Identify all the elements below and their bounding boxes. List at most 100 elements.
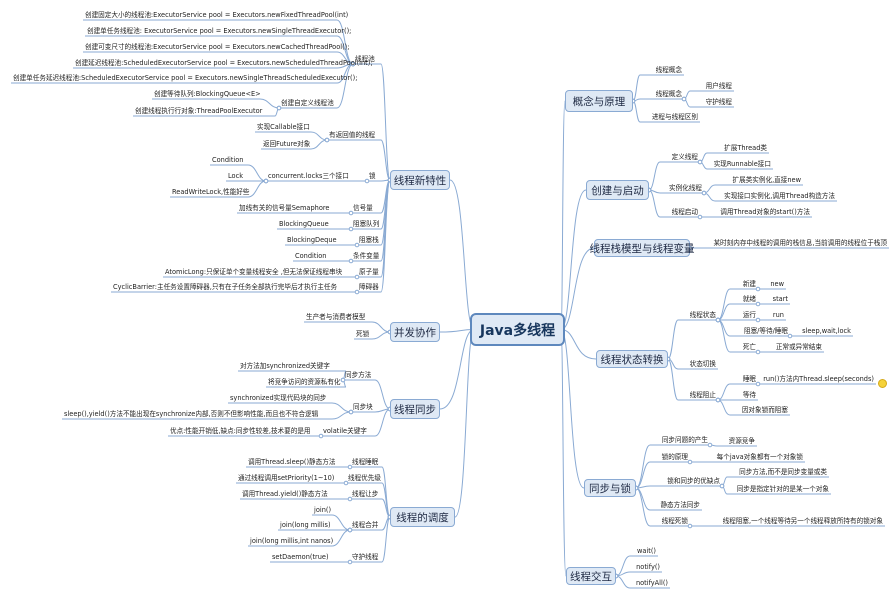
subtopic-l47[interactable]: join() (314, 505, 332, 514)
subtopic-r9[interactable]: 实例化线程 (669, 183, 702, 192)
subtopic-l19[interactable]: 加线有关的信号量Semaphore (239, 203, 330, 212)
subtopic-l37[interactable]: sleep(),yield()方法不能出现在synchronize内部,否则不但… (64, 409, 319, 418)
subtopic-r14[interactable]: 某时刻内存中线程的调用的栈信息,当前调用的线程位于栈顶 (713, 238, 887, 247)
subtopic-l21[interactable]: BlockingQueue (279, 219, 329, 228)
subtopic-l27[interactable]: AtomicLong:只保证单个变量线程安全 ,但无法保证线程串块 (165, 267, 343, 276)
subtopic-r30[interactable]: 等待 (742, 390, 756, 399)
subtopic-l51[interactable]: setDaemon(true) (272, 552, 329, 561)
subtopic-l16[interactable]: Lock (228, 171, 244, 180)
subtopic-r5[interactable]: 进程与线程区别 (651, 112, 698, 121)
branch-topic-b8[interactable]: 并发协作 (390, 322, 440, 342)
subtopic-l50[interactable]: 守护线程 (352, 552, 379, 561)
branch-topic-b10[interactable]: 线程的调度 (390, 507, 455, 527)
subtopic-l32[interactable]: 同步方法 (345, 370, 372, 379)
subtopic-r16[interactable]: 新建 (742, 279, 756, 288)
subtopic-r39[interactable]: 静态方法同步 (660, 500, 700, 509)
subtopic-r26[interactable]: 状态切换 (689, 359, 716, 368)
subtopic-l14[interactable]: concurrent.locks三个接口 (268, 171, 349, 180)
subtopic-l26[interactable]: 原子量 (359, 267, 379, 276)
subtopic-l41[interactable]: 调用Thread.sleep()静态方法 (248, 457, 336, 466)
branch-topic-b2[interactable]: 创建与启动 (586, 180, 649, 200)
subtopic-r11[interactable]: 实现接口实例化,调用Thread构造方法 (724, 191, 835, 200)
subtopic-r41[interactable]: 线程阻塞,一个线程等待另一个线程释放所持有的锁对象 (722, 516, 883, 525)
subtopic-r8[interactable]: 实现Runnable接口 (713, 159, 771, 168)
subtopic-r18[interactable]: 就绪 (742, 294, 756, 303)
subtopic-r37[interactable]: 同步方法,而不是同步变量或类 (739, 467, 827, 476)
subtopic-r34[interactable]: 锁的原理 (661, 452, 688, 461)
subtopic-l43[interactable]: 通过线程调用setPriority(1~10) (238, 473, 335, 482)
subtopic-l3[interactable]: 创建单任务线程池: ExecutorService pool = Executo… (87, 26, 352, 35)
branch-topic-b5[interactable]: 同步与锁 (584, 479, 636, 497)
branch-topic-b7[interactable]: 线程新特性 (390, 170, 450, 190)
branch-topic-b9[interactable]: 线程同步 (390, 399, 440, 419)
subtopic-r19[interactable]: start (772, 294, 788, 303)
subtopic-r24[interactable]: 死亡 (742, 342, 756, 351)
subtopic-r4[interactable]: 守护线程 (705, 97, 732, 106)
subtopic-l40[interactable]: 线程睡眠 (352, 457, 379, 466)
subtopic-r40[interactable]: 线程死锁 (661, 516, 688, 525)
subtopic-l1[interactable]: 线程池 (355, 54, 375, 63)
subtopic-r20[interactable]: 运行 (742, 310, 756, 319)
subtopic-r22[interactable]: 阻塞/等待/睡眠 (743, 326, 788, 335)
subtopic-r31[interactable]: 因对象锁而阻塞 (741, 405, 788, 414)
subtopic-l12[interactable]: 返回Future对象 (263, 139, 311, 148)
subtopic-l8[interactable]: 创建等待队列:BlockingQueue<E> (154, 89, 261, 98)
subtopic-r1[interactable]: 线程概念 (655, 65, 682, 74)
subtopic-l6[interactable]: 创建单任务延迟线程池:ScheduledExecutorService pool… (13, 73, 358, 82)
subtopic-l39[interactable]: 优点:性能开销低,缺点:同步性较差,技术要的是用 (170, 426, 311, 435)
subtopic-l5[interactable]: 创建延迟线程池:ScheduledExecutorService pool = … (75, 58, 373, 67)
subtopic-r3[interactable]: 用户线程 (705, 81, 732, 90)
subtopic-r12[interactable]: 线程启动 (671, 207, 698, 216)
subtopic-l20[interactable]: 阻塞队列 (353, 219, 380, 228)
subtopic-r10[interactable]: 扩展类实例化,直接new (732, 175, 801, 184)
subtopic-r42[interactable]: wait() (637, 546, 656, 555)
subtopic-l48[interactable]: join(long millis) (280, 520, 331, 529)
subtopic-l7[interactable]: 创建自定义线程池 (281, 98, 334, 107)
subtopic-r44[interactable]: notifyAll() (635, 578, 668, 587)
subtopic-r6[interactable]: 定义线程 (671, 152, 698, 161)
subtopic-l17[interactable]: ReadWriteLock,性能好些 (172, 187, 250, 196)
subtopic-l35[interactable]: 同步块 (353, 402, 373, 411)
subtopic-l2[interactable]: 创建固定大小的线程池:ExecutorService pool = Execut… (85, 10, 349, 19)
subtopic-l34[interactable]: 将竞争访问的资源私有化 (268, 377, 341, 386)
branch-topic-b6[interactable]: 线程交互 (566, 567, 616, 585)
subtopic-l11[interactable]: 实现Callable接口 (257, 122, 310, 131)
subtopic-l23[interactable]: BlockingDeque (287, 235, 337, 244)
subtopic-r29[interactable]: run()方法内Thread.sleep(seconds) (763, 374, 874, 383)
subtopic-l31[interactable]: 死锁 (356, 329, 370, 338)
subtopic-r35[interactable]: 每个java对象都有一个对象锁 (716, 452, 803, 461)
subtopic-l38[interactable]: volatile关键字 (323, 426, 367, 435)
subtopic-r23[interactable]: sleep,wait,lock (802, 326, 851, 335)
subtopic-r17[interactable]: new (770, 279, 784, 288)
subtopic-l42[interactable]: 线程优先级 (348, 473, 381, 482)
subtopic-l9[interactable]: 创建线程执行行对象:ThreadPoolExecutor (135, 106, 263, 115)
subtopic-l13[interactable]: 锁 (369, 171, 376, 180)
subtopic-l46[interactable]: 线程合并 (352, 520, 379, 529)
subtopic-r13[interactable]: 调用Thread对象的start()方法 (720, 207, 810, 216)
subtopic-r36[interactable]: 锁和同步的优缺点 (667, 476, 720, 485)
subtopic-l45[interactable]: 调用Thread.yield()静态方法 (242, 489, 328, 498)
subtopic-l10[interactable]: 有返回值的线程 (329, 130, 376, 139)
subtopic-r38[interactable]: 同步是指定针对的是某一个对象 (736, 484, 829, 493)
subtopic-l49[interactable]: join(long millis,int nanos) (250, 536, 334, 545)
subtopic-r21[interactable]: run (772, 310, 784, 319)
subtopic-l25[interactable]: Condition (295, 251, 327, 260)
subtopic-r7[interactable]: 扩展Thread类 (724, 143, 767, 152)
subtopic-l44[interactable]: 线程让步 (352, 489, 379, 498)
subtopic-r43[interactable]: notify() (636, 562, 660, 571)
subtopic-r27[interactable]: 线程阻止 (689, 390, 716, 399)
subtopic-l29[interactable]: CyclicBarrier:主任务设置障碍器,只有在子任务全部执行完毕后才执行主… (113, 282, 338, 291)
branch-topic-b4[interactable]: 线程状态转换 (596, 350, 668, 368)
subtopic-r33[interactable]: 资源竞争 (728, 436, 755, 445)
subtopic-r2[interactable]: 线程概念 (655, 89, 682, 98)
subtopic-l22[interactable]: 阻塞栈 (359, 235, 379, 244)
subtopic-l18[interactable]: 信号量 (353, 203, 373, 212)
branch-topic-b3[interactable]: 线程栈模型与线程变量 (590, 239, 695, 257)
subtopic-r25[interactable]: 正常或异常结束 (775, 342, 822, 351)
subtopic-r32[interactable]: 同步问题的产生 (661, 435, 708, 444)
subtopic-l36[interactable]: synchronized实现代码块的同步 (230, 393, 327, 402)
subtopic-l30[interactable]: 生产者与消费者模型 (306, 312, 366, 321)
branch-topic-b1[interactable]: 概念与原理 (565, 90, 633, 112)
subtopic-l33[interactable]: 对方法加synchronized关键字 (240, 361, 330, 370)
subtopic-l4[interactable]: 创建可变尺寸的线程池:ExecutorService pool = Execut… (85, 42, 350, 51)
